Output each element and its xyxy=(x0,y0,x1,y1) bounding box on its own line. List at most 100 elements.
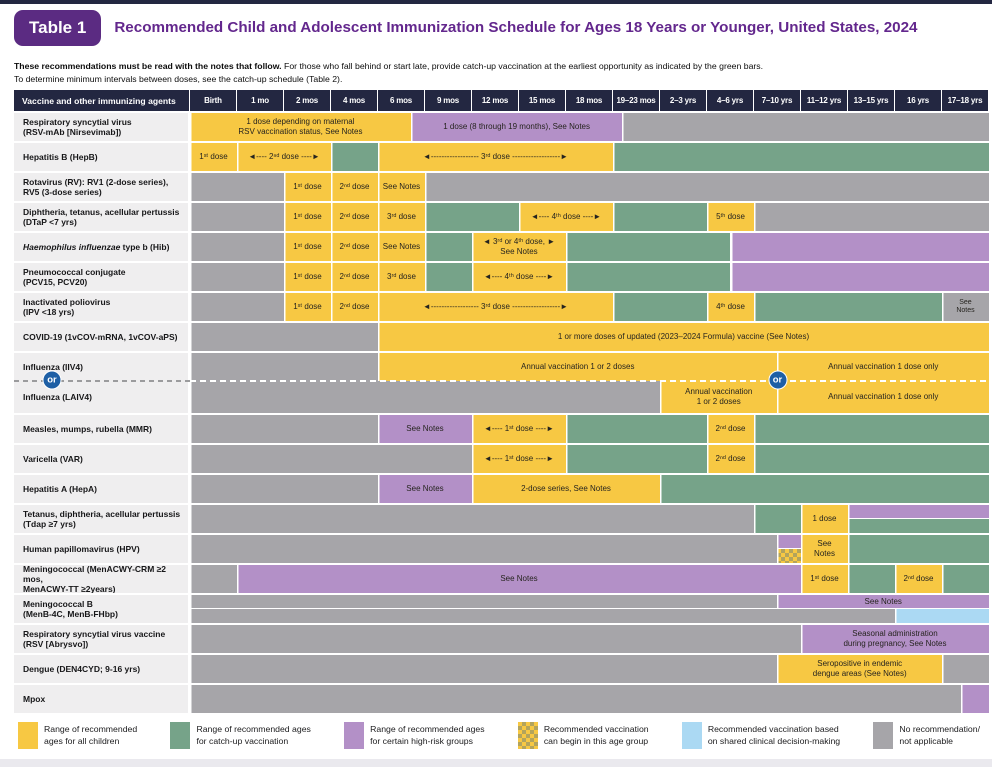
age-column-header: 18 mos xyxy=(566,90,613,111)
segment-g xyxy=(565,445,707,473)
or-badge: or xyxy=(42,370,62,390)
segment-n xyxy=(190,173,284,201)
vaccine-label: Tetanus, diphtheria, acellular pertussis… xyxy=(14,505,190,533)
segment-p xyxy=(847,505,989,519)
vaccine-label: Hepatitis B (HepB) xyxy=(14,143,190,171)
legend-swatch-y xyxy=(18,722,38,749)
vaccine-label: Influenza (IIV4) xyxy=(14,353,190,381)
segment-g xyxy=(425,233,472,261)
segment-g xyxy=(847,535,989,563)
segment-y: ◄---- 4ᵗʰ dose ----► xyxy=(471,263,566,291)
segment-g xyxy=(331,143,378,171)
schedule-row: Tetanus, diphtheria, acellular pertussis… xyxy=(14,503,989,533)
row-bars: 1 or more doses of updated (2023–2024 Fo… xyxy=(190,323,989,351)
vaccine-label: Measles, mumps, rubella (MMR) xyxy=(14,415,190,443)
segment-g xyxy=(753,445,989,473)
segment-g xyxy=(941,565,989,593)
segment-y: 2ⁿᵈ dose xyxy=(331,233,378,261)
age-header-row: Vaccine and other immunizing agents Birt… xyxy=(14,90,989,111)
top-accent-bar xyxy=(0,0,992,4)
age-column-header: 4 mos xyxy=(331,90,378,111)
or-dashed-divider xyxy=(14,380,190,382)
segment-y: 5ᵗʰ dose xyxy=(707,203,754,231)
age-column-header: 17–18 yrs xyxy=(942,90,989,111)
segment-y: 1ˢᵗ dose xyxy=(283,173,331,201)
age-column-header: 2 mos xyxy=(284,90,331,111)
segment-g xyxy=(565,263,731,291)
legend-item: No recommendation/not applicable xyxy=(873,722,980,749)
segment-b xyxy=(895,609,989,623)
segment-n xyxy=(190,595,778,609)
segment-y: Annual vaccination 1 dose only xyxy=(777,353,989,381)
segment-g xyxy=(425,203,519,231)
age-column-header: 12 mos xyxy=(472,90,519,111)
vaccine-label: Rotavirus (RV): RV1 (2-dose series),RV5 … xyxy=(14,173,190,201)
segment-y: 2-dose series, See Notes xyxy=(471,475,660,503)
segment-y: 1 or more doses of updated (2023–2024 Fo… xyxy=(377,323,989,351)
vaccine-label: Mpox xyxy=(14,685,190,713)
segment-n xyxy=(425,173,989,201)
vaccine-label: Human papillomavirus (HPV) xyxy=(14,535,190,563)
age-column-header: 1 mo xyxy=(237,90,284,111)
schedule-row: Mpox xyxy=(14,683,989,713)
segment-n xyxy=(190,203,284,231)
segment-g xyxy=(613,203,707,231)
age-column-header: 19–23 mos xyxy=(613,90,660,111)
segment-y: 2ⁿᵈ dose xyxy=(707,415,754,443)
segment-y: 2ⁿᵈ dose xyxy=(331,173,378,201)
legend-swatch-b xyxy=(681,722,702,749)
segment-n xyxy=(190,685,961,713)
segment-g xyxy=(753,505,801,533)
vaccine-label: Respiratory syncytial virus vaccine(RSV … xyxy=(14,625,190,653)
segment-n xyxy=(941,655,989,683)
intro-notes: These recommendations must be read with … xyxy=(14,60,982,86)
segment-n xyxy=(190,655,778,683)
segment-g xyxy=(847,519,989,533)
or-dashed-divider xyxy=(190,380,989,382)
table-number-badge: Table 1 xyxy=(14,10,102,46)
segment-n xyxy=(190,323,378,351)
segment-y: 1ˢᵗ dose xyxy=(283,203,331,231)
legend-text: No recommendation/not applicable xyxy=(899,723,980,746)
row-bars xyxy=(190,685,989,713)
segment-y: 1 dose xyxy=(801,505,848,533)
segment-y: 1ˢᵗ dose xyxy=(283,233,331,261)
segment-g xyxy=(847,565,895,593)
vaccine-label: Haemophilus influenzae type b (Hib) xyxy=(14,233,190,261)
segment-y: 1ˢᵗ dose xyxy=(190,143,237,171)
segment-n xyxy=(622,113,989,141)
segment-g xyxy=(613,293,707,321)
vaccine-label: Dengue (DEN4CYD; 9-16 yrs) xyxy=(14,655,190,683)
segment-y: ◄------------------ 3ʳᵈ dose -----------… xyxy=(377,293,613,321)
segment-g xyxy=(753,293,942,321)
segment-y: 2ⁿᵈ dose xyxy=(331,293,378,321)
schedule-row: Pneumococcal conjugate(PCV15, PCV20)1ˢᵗ … xyxy=(14,261,989,291)
schedule-row: Rotavirus (RV): RV1 (2-dose series),RV5 … xyxy=(14,171,989,201)
row-bars: See Notes xyxy=(190,595,989,623)
schedule-row: COVID-19 (1vCOV-mRNA, 1vCOV-aPS)1 or mor… xyxy=(14,321,989,351)
segment-p: See Notes xyxy=(777,595,989,609)
segment-n xyxy=(190,381,660,413)
segment-n xyxy=(190,535,778,563)
schedule-row: Dengue (DEN4CYD; 9-16 yrs) Seropositive i… xyxy=(14,653,989,683)
segment-y: See Notes xyxy=(377,173,425,201)
legend-swatch-ch xyxy=(517,722,538,749)
